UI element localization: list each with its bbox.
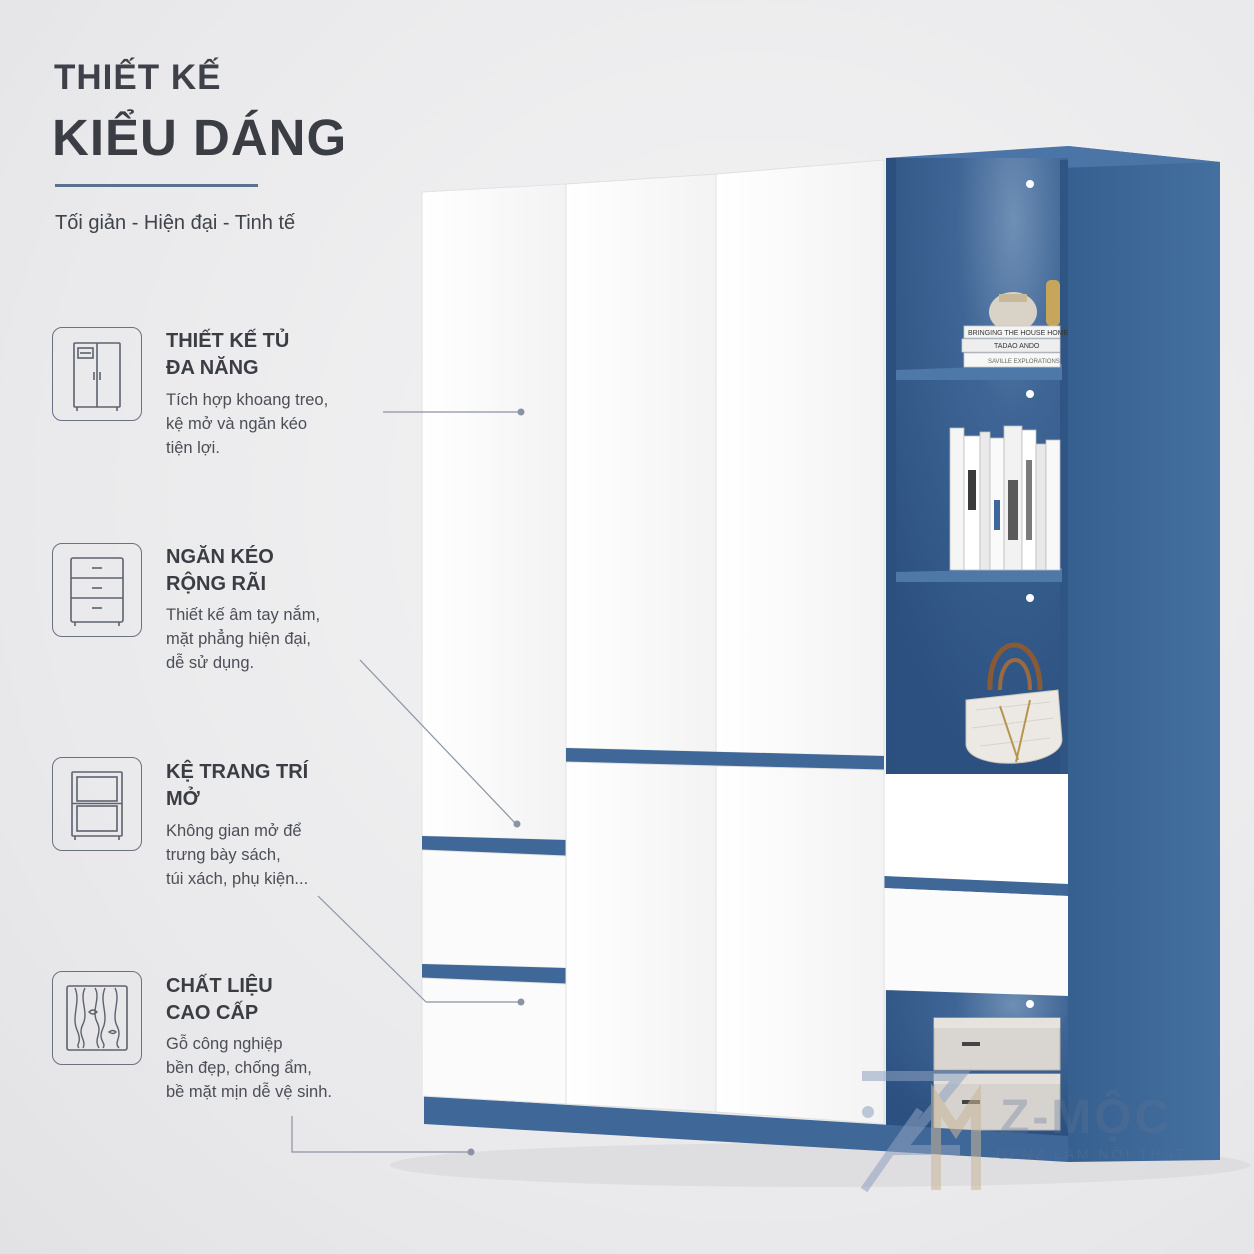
feature-desc-line: Gỗ công nghiệp [166, 1035, 283, 1053]
callout-dot [513, 820, 521, 828]
handbag [965, 642, 1063, 764]
cabinet-side-panel [1068, 146, 1220, 1162]
callout-line [291, 1116, 470, 1153]
feature-desc-material: Gỗ công nghiệp bền đẹp, chống ẩm, bề mặt… [166, 1032, 366, 1104]
upright-books [949, 425, 1061, 571]
tagline: Tối giản - Hiện đại - Tinh tế [55, 212, 296, 234]
heading-divider [55, 184, 258, 187]
brand-name: Z-MỘC [1000, 1091, 1173, 1144]
heading-line-1: THIẾT KẾ [54, 58, 222, 97]
feature-desc-line: bề mặt mịn dễ vệ sinh. [166, 1083, 332, 1101]
feature-desc-line: túi xách, phụ kiện... [166, 870, 309, 888]
feature-desc-line: mặt phẳng hiện đại, [166, 630, 311, 648]
upper-door-right [715, 159, 885, 757]
wardrobe-icon [52, 327, 142, 421]
cabinet-top [886, 146, 1220, 168]
brand-logo-mark [860, 1071, 981, 1193]
callout-dot [467, 1148, 475, 1156]
feature-desc-line: tiện lợi. [166, 439, 220, 457]
callout-dots [467, 408, 525, 1156]
drawers-icon [52, 543, 142, 637]
left-drawer-upper [421, 849, 567, 969]
shelf-board [896, 568, 1062, 582]
wood-grain-icon [52, 971, 142, 1065]
cabinet-base [424, 1096, 1068, 1162]
feature-title-line: ĐA NĂNG [166, 357, 259, 379]
feature-title-line: NGĂN KÉO [166, 546, 274, 568]
lower-door-right [715, 765, 885, 1125]
feature-desc-line: dễ sử dụng. [166, 654, 255, 672]
feature-desc-line: bền đẹp, chống ẩm, [166, 1059, 312, 1077]
drawer-gap [884, 876, 1068, 896]
feature-desc-line: Thiết kế âm tay nắm, [166, 606, 321, 624]
open-shelf-column [886, 158, 1068, 774]
feature-desc-multifunction: Tích hợp khoang treo, kệ mở và ngăn kéo … [166, 388, 366, 460]
drawer-gap [422, 836, 566, 856]
heading-line-2: KIỂU DÁNG [52, 109, 348, 166]
feature-desc-drawers: Thiết kế âm tay nắm, mặt phẳng hiện đại,… [166, 603, 366, 675]
decor-vase [989, 292, 1037, 332]
feature-title-drawers: NGĂN KÉO RỘNG RÃI [166, 544, 366, 598]
left-door [421, 183, 567, 841]
feature-title-open-shelf: KỆ TRANG TRÍ MỞ [166, 759, 366, 813]
callout-dot [517, 998, 525, 1006]
shelf-light [1026, 594, 1034, 602]
feature-title-line: CAO CẤP [166, 1002, 259, 1024]
feature-title-line: THIẾT KẾ TỦ [166, 330, 290, 352]
callout-dot [517, 408, 525, 416]
shelf-inner-wall [886, 158, 896, 774]
callout-line [359, 659, 517, 825]
feature-title-material: CHẤT LIỆU CAO CẤP [166, 973, 366, 1027]
door-gap-strip [566, 748, 884, 770]
shelf-light [1026, 180, 1034, 188]
upper-door-middle [565, 173, 717, 753]
feature-title-line: MỞ [166, 788, 200, 810]
feature-desc-line: Không gian mở để [166, 822, 302, 840]
feature-desc-line: trưng bày sách, [166, 846, 281, 864]
feature-title-line: RỘNG RÃI [166, 573, 266, 595]
shelf-inner-wall [1060, 160, 1068, 774]
book-spine-text: SAVILLE EXPLORATIONS [988, 359, 1060, 365]
feature-desc-open-shelf: Không gian mở để trưng bày sách, túi xác… [166, 819, 366, 891]
drawer-gap [422, 964, 566, 984]
book-spine-text: BRINGING THE HOUSE HOME [968, 330, 1069, 337]
book-spine-text: TADAO ANDO [994, 343, 1040, 350]
open-shelf-icon [52, 757, 142, 851]
shelf-light [1026, 390, 1034, 398]
feature-title-line: KỆ TRANG TRÍ [166, 761, 309, 783]
feature-desc-line: kệ mở và ngăn kéo [166, 415, 308, 433]
left-drawer-lower [421, 977, 567, 1105]
lower-door-middle [565, 761, 717, 1113]
shelf-light [1026, 1000, 1034, 1008]
right-drawer-bottom [884, 888, 1068, 996]
right-drawer-top [884, 774, 1068, 884]
shelf-board [896, 364, 1062, 380]
feature-title-multifunction: THIẾT KẾ TỦ ĐA NĂNG [166, 328, 366, 382]
feature-title-line: CHẤT LIỆU [166, 975, 273, 997]
brand-slogan: GENZ LÀM NỘI THẤT [996, 1146, 1188, 1162]
book-stack: BRINGING THE HOUSE HOME TADAO ANDO SAVIL… [961, 325, 1069, 368]
feature-desc-line: Tích hợp khoang treo, [166, 391, 329, 409]
decor-statue [1046, 280, 1060, 326]
